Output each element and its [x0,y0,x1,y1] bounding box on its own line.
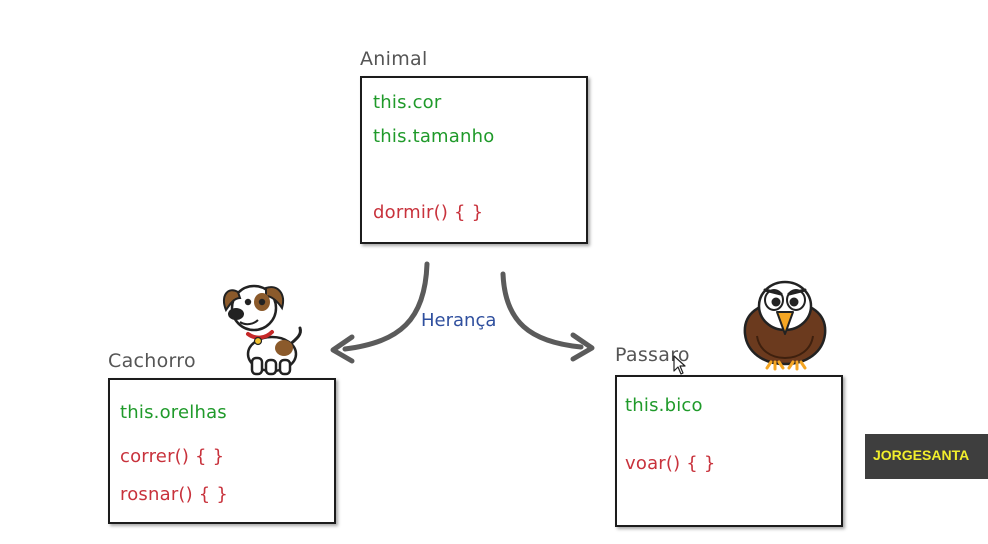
arrowhead-cachorro [330,334,355,364]
method-rosnar: rosnar() { } [120,484,229,505]
attribute-tamanho: this.tamanho [373,126,495,147]
relationship-label: Herança [421,310,497,331]
method-voar: voar() { } [625,453,716,474]
attribute-cor: this.cor [373,92,442,113]
arrow-to-cachorro [342,261,430,352]
method-correr: correr() { } [120,446,225,467]
class-title-animal: Animal [360,48,428,70]
class-title-cachorro: Cachorro [108,350,196,372]
attribute-orelhas: this.orelhas [120,402,227,423]
class-box-passaro: this.bico voar() { } [615,375,843,527]
attribute-bico: this.bico [625,395,703,416]
class-box-cachorro: this.orelhas correr() { } rosnar() { } [108,378,336,524]
eagle-icon [743,280,827,371]
arrow-to-passaro [500,271,584,350]
method-dormir: dormir() { } [373,202,484,223]
channel-badge-text: JORGESANTA [873,447,970,463]
mouse-cursor-icon [673,355,686,375]
channel-badge: JORGESANTA [865,434,988,479]
dog-icon [222,284,302,376]
arrowhead-passaro [570,332,595,362]
class-title-passaro: Passaro [615,344,690,366]
class-box-animal: this.cor this.tamanho dormir() { } [360,76,588,244]
